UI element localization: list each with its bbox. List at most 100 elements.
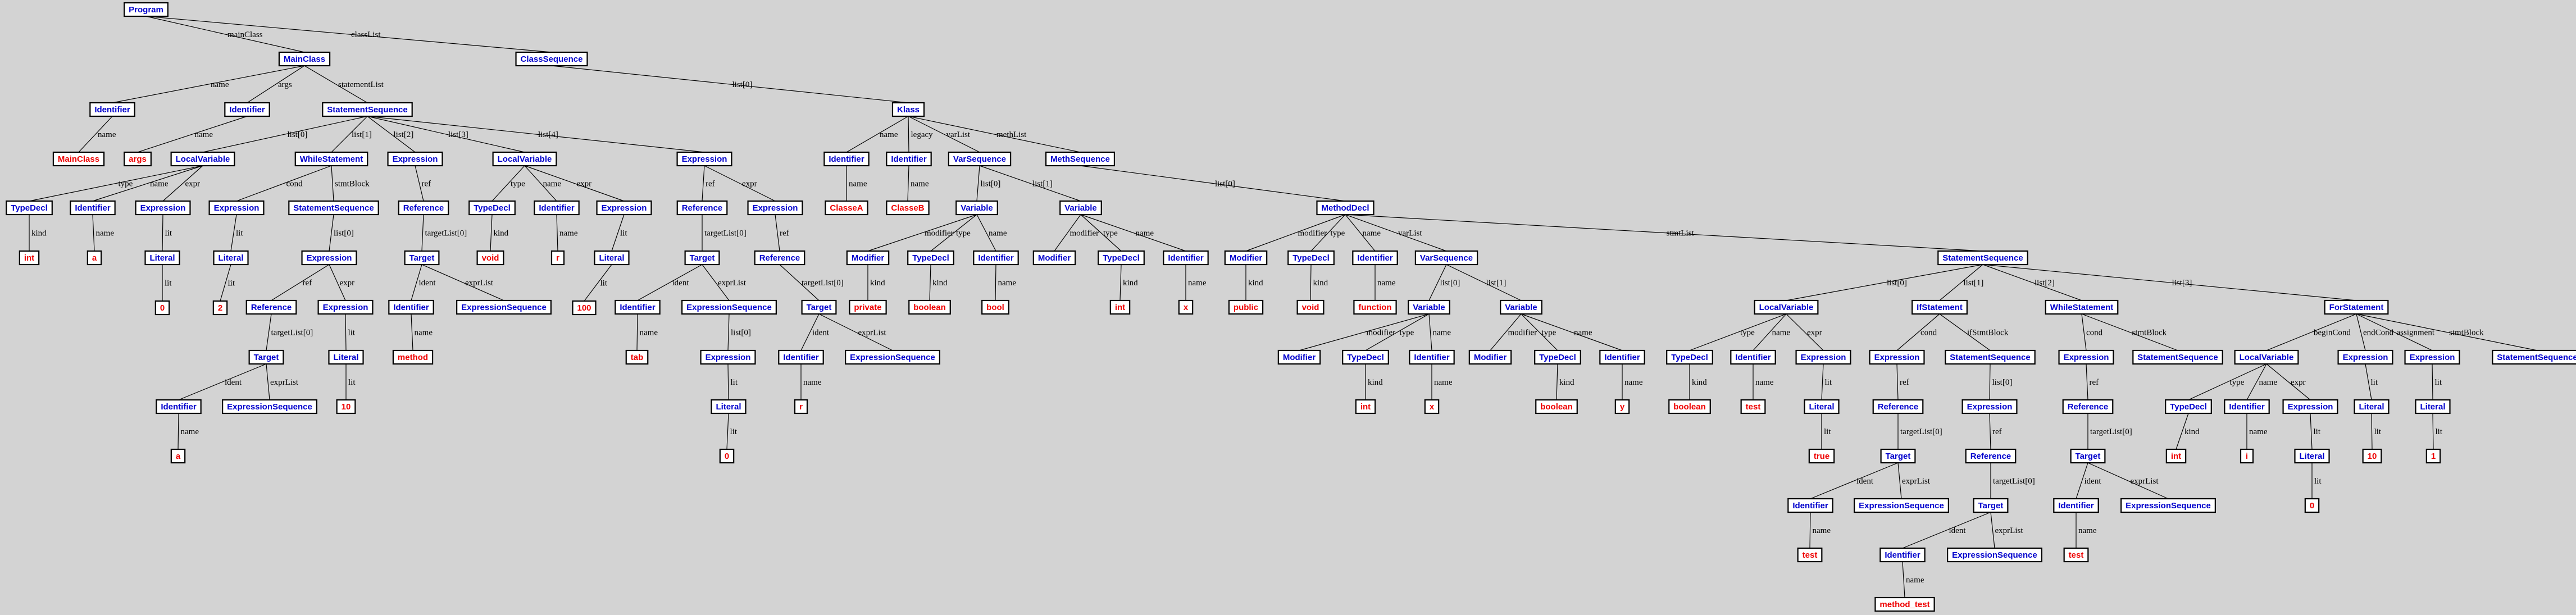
node-box: [1937, 250, 2028, 266]
edge-label: lit: [600, 279, 608, 288]
edge-label: name: [211, 80, 229, 89]
edge-label: targetList[0]: [271, 329, 313, 338]
node-box: [328, 349, 364, 365]
edge-label: exprList: [718, 279, 747, 288]
edge-line: [775, 214, 780, 252]
edge-line: [584, 264, 612, 302]
node-label: Identifier: [1168, 253, 1204, 263]
edge-label: exprList: [2131, 477, 2159, 486]
node-variable: Variable: [1408, 299, 1450, 315]
node-box: [156, 399, 202, 414]
node-label: LocalVariable: [176, 154, 230, 164]
edge-line: [2076, 462, 2088, 499]
node-literal: Literal: [144, 250, 180, 266]
node-box: [89, 102, 135, 117]
edge-line: [2356, 313, 2366, 351]
edge-line: [1786, 313, 1824, 351]
edge-line: [1365, 313, 1430, 351]
node-variable: Variable: [1500, 299, 1542, 315]
node-expression: Expression: [700, 349, 756, 365]
node-identifier: Identifier: [778, 349, 824, 365]
edge-line: [702, 165, 705, 202]
edge-label: name: [2259, 378, 2278, 387]
node-label: public: [1234, 303, 1258, 312]
edge-line: [162, 165, 203, 202]
node-label: Variable: [961, 203, 993, 213]
node-label: ExpressionSequence: [1859, 501, 1944, 511]
node-label: Identifier: [2058, 501, 2094, 511]
node-label: Expression: [1801, 353, 1846, 362]
edge-line: [1786, 264, 1983, 301]
node-label: a: [92, 253, 97, 263]
node-box: [594, 250, 630, 266]
node-label: TypeDecl: [1103, 253, 1140, 263]
node-expressionsequence: ExpressionSequence: [845, 349, 940, 365]
leaf-value-void: void: [1296, 299, 1325, 315]
edge-line: [202, 116, 368, 153]
node-identifier: Identifier: [156, 399, 202, 414]
node-identifier: Identifier: [615, 299, 661, 315]
edge-line: [908, 116, 980, 153]
edge-label: targetList[0]: [2090, 427, 2132, 436]
edge-label: name: [181, 427, 199, 436]
leaf-value-x: x: [1424, 399, 1440, 414]
edge-label: lit: [348, 329, 356, 338]
node-box: [468, 200, 516, 216]
node-box: [387, 151, 443, 167]
node-label: Identifier: [539, 203, 575, 213]
node-label: test: [1803, 550, 1818, 560]
node-literal: Literal: [594, 250, 630, 266]
edge-label: ref: [780, 229, 789, 238]
edge-label: list[1]: [1032, 180, 1053, 189]
edge-line: [979, 165, 1081, 202]
edge-label: kind: [494, 229, 509, 238]
edge-label: exprList: [1902, 477, 1931, 486]
edge-line: [29, 165, 203, 202]
node-varsequence: VarSequence: [948, 151, 1012, 167]
edge-line: [1896, 313, 1940, 351]
node-label: Identifier: [978, 253, 1014, 263]
edge-label: kind: [1692, 378, 1707, 387]
edge-label: kind: [932, 279, 948, 288]
edge-label: expr: [2291, 378, 2306, 387]
edge-line: [2365, 363, 2372, 400]
edge-label: list[0]: [732, 80, 753, 89]
node-label: Target: [409, 253, 435, 263]
edge-line: [367, 116, 705, 153]
node-box: [170, 151, 235, 167]
node-box: [1535, 399, 1578, 414]
edge-line: [930, 214, 977, 252]
node-label: void: [1302, 303, 1319, 312]
leaf-value-mainclass: MainClass: [52, 151, 105, 167]
leaf-value-boolean: boolean: [1535, 399, 1578, 414]
edge-label: type: [1542, 329, 1556, 338]
node-box: [907, 250, 954, 266]
node-box: [2404, 349, 2460, 365]
node-target: Target: [801, 299, 837, 315]
node-label: LocalVariable: [498, 154, 552, 164]
node-expression: Expression: [1961, 399, 2018, 414]
edge-line: [976, 165, 980, 202]
edge-line: [726, 413, 729, 450]
node-target: Target: [2070, 448, 2106, 464]
node-box: [1408, 299, 1450, 315]
edge-line: [178, 363, 267, 400]
node-label: i: [2246, 452, 2248, 461]
node-label: Reference: [1970, 452, 2011, 461]
node-label: boolean: [913, 303, 946, 312]
node-identifier: Identifier: [886, 151, 932, 167]
leaf-value-a: a: [170, 448, 186, 464]
node-box: [596, 200, 652, 216]
leaf-value-100: 100: [572, 300, 597, 316]
leaf-value-public: public: [1228, 299, 1264, 315]
leaf-value-boolean: boolean: [908, 299, 951, 315]
node-reference: Reference: [1965, 448, 2017, 464]
edge-label: name: [803, 378, 822, 387]
node-modifier: Modifier: [1032, 250, 1076, 266]
node-label: Expression: [1967, 402, 2013, 412]
node-box: [2132, 349, 2223, 365]
edge-label: type: [1740, 329, 1755, 338]
edge-line: [867, 214, 977, 252]
